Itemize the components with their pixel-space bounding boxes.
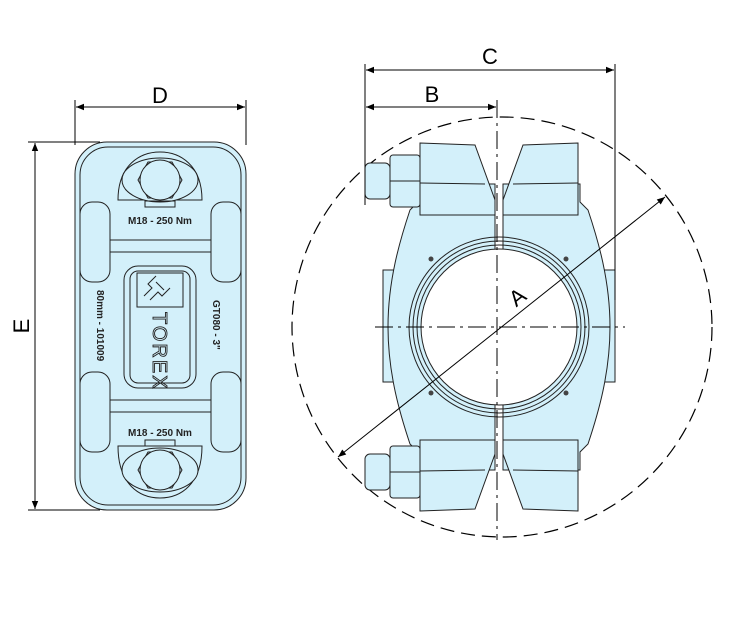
dimension-label-b: B [425,82,440,107]
dimension-label-c: C [482,44,498,69]
brand-label: TOREX [148,312,170,391]
dimension-b: B [366,82,496,111]
torque-label-top: M18 - 250 Nm [128,216,192,227]
bottom-bolt-nut [364,445,421,499]
model-code-label: GT080 - 3" [210,300,221,350]
torque-label-bottom: M18 - 250 Nm [128,428,192,439]
front-view [291,100,713,540]
side-view: TOREX M18 - 250 Nm M18 - 250 Nm 80mm - 1… [74,141,247,511]
bottom-bolt [117,439,203,499]
size-code-label: 80mm - 101009 [94,290,105,362]
top-bolt-nut [364,154,421,208]
dimension-label-d: D [152,83,168,108]
envelope-circle [291,116,713,538]
dimension-d: D [74,83,247,145]
dimension-e: E [9,141,100,511]
torex-logo-icon [143,275,171,301]
top-bolt [117,151,203,208]
dimension-label-e: E [9,319,34,334]
